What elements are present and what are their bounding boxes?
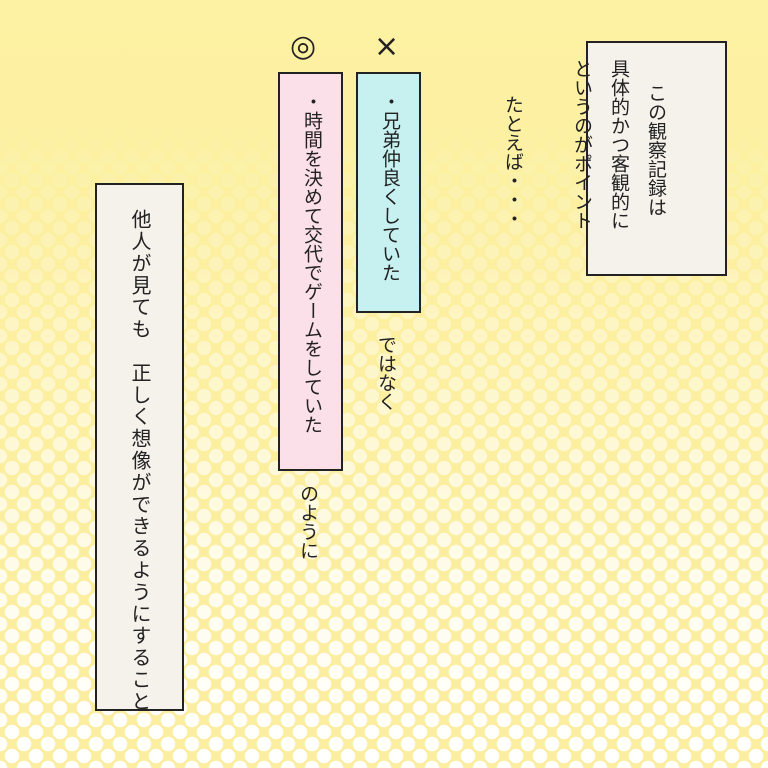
bad-example-text: ・兄弟仲良くしていた	[379, 92, 401, 282]
intro-line: というのがポイント	[571, 59, 593, 230]
conclusion-box: 他人が見ても 正しく想像ができるようにすること	[95, 183, 184, 713]
bad-example-suffix: ではなく	[375, 335, 397, 411]
intro-text: この観察記録は具体的かつ客観的にというのがポイント	[526, 59, 711, 230]
good-example-text: ・時間を決めて交代でゲームをしていた	[301, 92, 323, 434]
bad-example-box: ・兄弟仲良くしていた	[356, 72, 421, 313]
double-circle-icon: ◎	[290, 29, 317, 64]
good-example-box: ・時間を決めて交代でゲームをしていた	[278, 72, 343, 471]
conclusion-text: 他人が見ても 正しく想像ができるようにすること	[128, 209, 152, 713]
example-intro: たとえば・・・	[502, 95, 524, 228]
intro-box: この観察記録は具体的かつ客観的にというのがポイント	[571, 41, 727, 276]
good-example-suffix: のように	[297, 484, 319, 560]
intro-line: この観察記録は	[645, 83, 667, 217]
intro-line: 具体的かつ客観的に	[608, 59, 630, 230]
cross-mark-icon: ×	[374, 29, 400, 64]
